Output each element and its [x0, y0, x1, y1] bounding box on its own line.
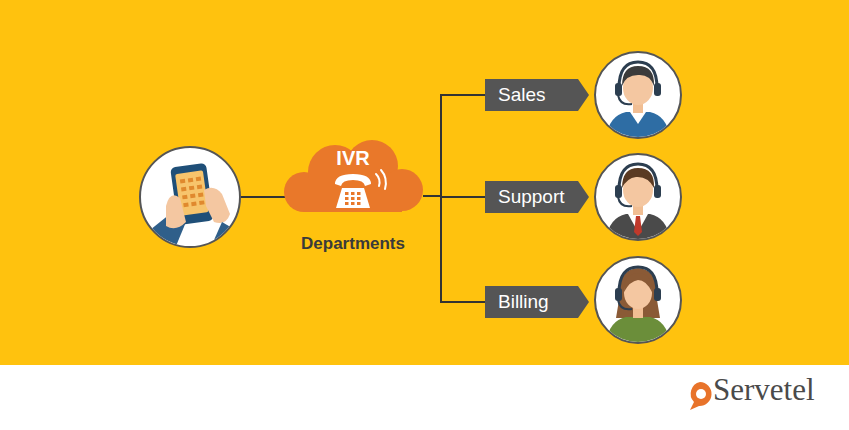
department-name: Sales — [498, 84, 546, 106]
caller-icon — [140, 147, 246, 250]
department-tag: Support — [485, 181, 589, 213]
cloud-title: IVR — [280, 146, 426, 170]
department-tag: Sales — [485, 79, 589, 111]
department-name: Support — [498, 186, 565, 208]
footer — [0, 365, 849, 430]
agent-icon — [595, 52, 681, 140]
agent-icon — [595, 257, 681, 345]
caller-line — [240, 196, 287, 198]
brand-logo: Servetel — [713, 372, 815, 408]
branch-line — [423, 196, 485, 302]
agent-icon — [595, 154, 681, 242]
department-name: Billing — [498, 291, 549, 313]
background — [0, 0, 849, 365]
cloud-node: IVR Departments — [280, 136, 426, 256]
department-tag: Billing — [485, 286, 589, 318]
logo-mark — [690, 382, 712, 410]
cloud-caption: Departments — [280, 234, 426, 254]
branch-line — [423, 95, 485, 196]
